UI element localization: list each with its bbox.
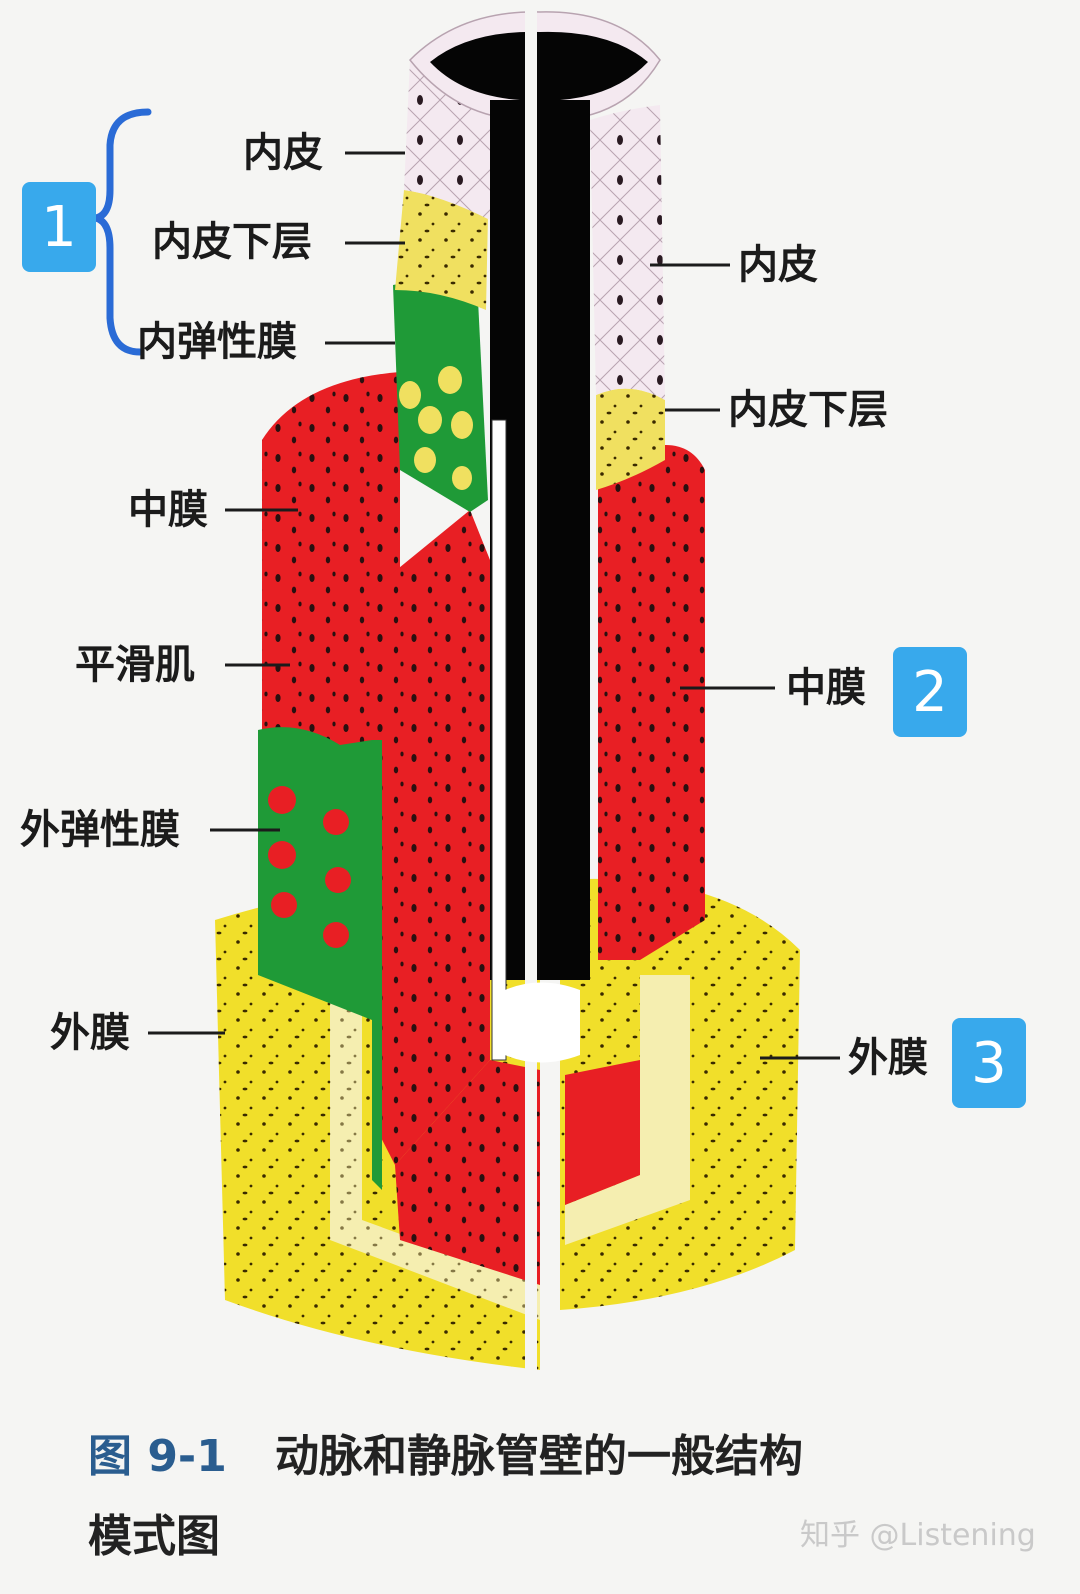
- label-external-elastic: 外弹性膜: [20, 806, 180, 853]
- label-subendothelium-left: 内皮下层: [152, 218, 312, 265]
- watermark: 知乎 @Listening: [800, 1518, 1036, 1553]
- label-smooth-muscle: 平滑肌: [75, 641, 195, 688]
- lumen: [490, 0, 590, 1370]
- leader-lines: [148, 151, 840, 1060]
- figure-title: 动脉和静脉管壁的一般结构: [275, 1431, 803, 1482]
- badge-2: 2: [893, 647, 967, 737]
- internal-elastic-layer: [393, 282, 488, 512]
- brace-bracket: [94, 108, 152, 356]
- label-endothelium-right: 内皮: [738, 241, 818, 288]
- subendothelium-layer: [395, 190, 665, 490]
- label-subendothelium-right: 内皮下层: [728, 386, 888, 433]
- label-endothelium-left: 内皮: [243, 129, 323, 176]
- external-elastic-layer: [258, 727, 382, 1190]
- label-internal-elastic: 内弹性膜: [137, 318, 297, 365]
- label-media-left: 中膜: [128, 486, 208, 533]
- figure-title-continued: 模式图: [88, 1511, 220, 1562]
- label-media-right: 中膜: [786, 664, 866, 711]
- label-adventitia-left: 外膜: [50, 1009, 130, 1056]
- badge-1: 1: [22, 182, 96, 272]
- badge-3: 3: [952, 1018, 1026, 1108]
- label-adventitia-right: 外膜: [848, 1034, 928, 1081]
- figure-number: 图 9-1: [88, 1431, 227, 1482]
